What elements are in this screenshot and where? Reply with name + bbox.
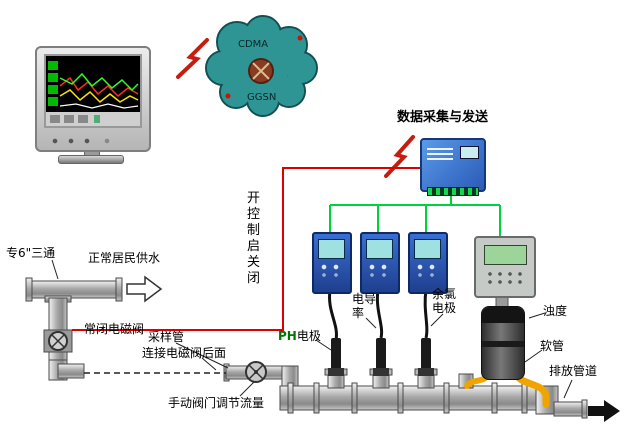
flow-arrow-icon — [126, 275, 163, 303]
cloud-label-cdma: CDMA — [238, 39, 269, 50]
label-supply: 正常居民供水 — [88, 251, 161, 265]
label-solenoid-valve: 常闭电磁阀 — [84, 322, 145, 336]
discharge-arrow-icon — [588, 400, 620, 422]
control-line — [72, 167, 420, 331]
label-discharge-pipe: 排放管道 — [549, 364, 598, 378]
cloud-label-ggsn: GGSN — [247, 92, 277, 103]
label-tee: 专6"三通 — [6, 246, 56, 260]
analyzer-conductivity — [360, 232, 400, 294]
data-collector-device — [420, 138, 486, 192]
analyzer-chlorine — [408, 232, 448, 294]
electrodes — [328, 338, 434, 376]
label-connect-behind-valve: 连接电磁阀后面 — [142, 346, 227, 360]
lightning-icon — [176, 38, 209, 79]
label-data-collection: 数据采集与发送 — [397, 110, 489, 125]
label-chlorine-electrode: 余氯电极 — [432, 287, 457, 315]
collector-screen — [460, 146, 479, 159]
label-ph-word: 电极 — [296, 329, 321, 343]
turbidity-keypad — [485, 270, 525, 286]
collector-label-area — [427, 148, 453, 162]
antenna-dot — [225, 93, 231, 99]
antenna-dot — [297, 35, 303, 41]
label-ph-abbr: PH — [278, 329, 297, 343]
label-control-open-close: 开控制启关闭 — [247, 191, 261, 286]
label-ph-electrode: PH电极 — [278, 329, 321, 344]
analyzer-ph — [312, 232, 352, 294]
label-sampling-pipe: 采样管 — [148, 330, 185, 344]
turbidity-screen — [484, 245, 527, 265]
label-conductivity: 电导率 — [352, 292, 377, 320]
monitor-buttons — [47, 136, 137, 146]
sensor-cap — [482, 307, 524, 323]
solenoid-valve-wheel — [48, 331, 68, 351]
monitor — [35, 46, 151, 152]
label-hose: 软管 — [540, 339, 565, 353]
lightning-icon — [384, 135, 415, 178]
network-cloud — [205, 15, 318, 117]
label-manual-valve: 手动阀门调节流量 — [168, 396, 265, 410]
manual-valve-wheel — [245, 361, 267, 383]
label-turbidity: 浊度 — [543, 304, 568, 318]
router-icon — [248, 58, 274, 84]
analyzer-screen — [366, 239, 393, 259]
leader-lines — [51, 259, 573, 399]
collector-terminals — [427, 187, 479, 196]
analyzer-keys — [414, 262, 439, 280]
sensor-ring — [482, 341, 524, 347]
turbidity-sensor — [481, 306, 525, 380]
turbidity-controller — [474, 236, 536, 298]
trend-chart — [46, 56, 140, 126]
monitor-screen — [44, 54, 142, 128]
analyzer-keys — [366, 262, 391, 280]
analyzer-screen — [414, 239, 441, 259]
analyzer-keys — [318, 262, 343, 280]
analyzer-screen — [318, 239, 345, 259]
sensor-cables — [328, 289, 429, 341]
monitor-base — [58, 155, 124, 164]
pipe-network — [25, 277, 588, 419]
